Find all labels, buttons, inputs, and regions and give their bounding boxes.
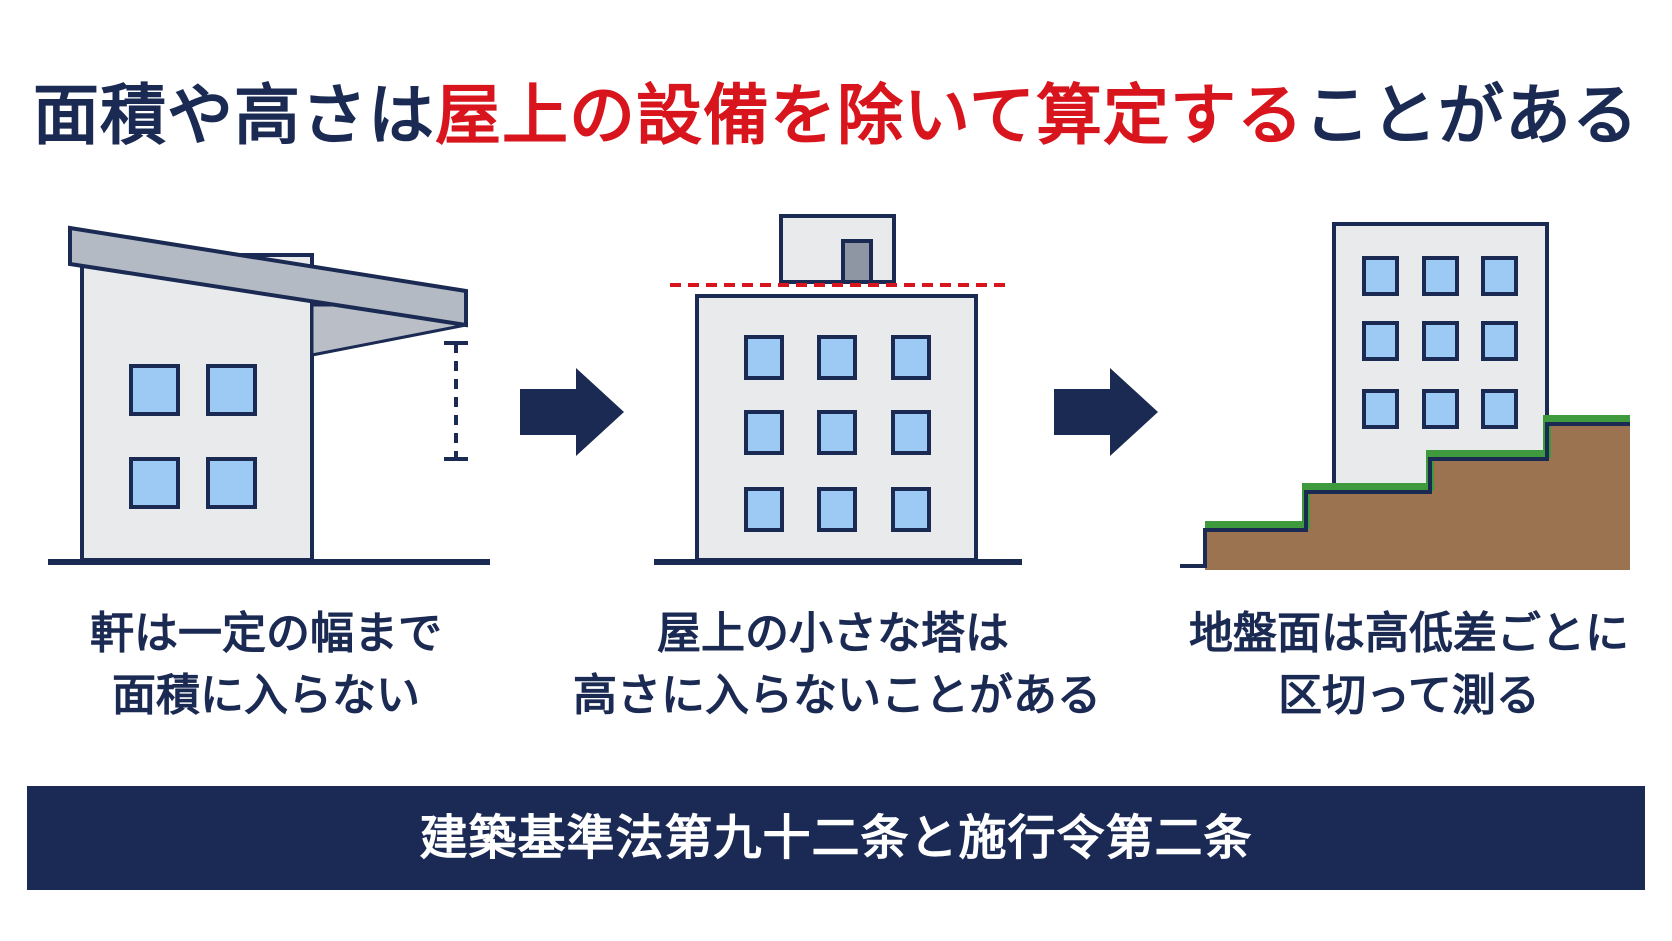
caption-eaves: 軒は一定の幅まで 面積に入らない: [6, 603, 526, 727]
caption-line-1: 地盤面は高低差ごとに: [1189, 608, 1629, 659]
caption-rooftop-tower: 屋上の小さな塔は 高さに入らないことがある: [573, 603, 1101, 727]
arrow-right-icon: [520, 368, 624, 456]
rooftop-tower-illustration: [654, 214, 1022, 565]
caption-line-2: 面積に入らない: [112, 670, 420, 721]
stepped-ground-illustration: [1180, 222, 1630, 570]
tower-door: [841, 239, 873, 284]
title-part-1: 面積や高さは: [32, 77, 435, 154]
caption-ground-level: 地盤面は高低差ごとに 区切って測る: [1149, 603, 1669, 727]
windows: [744, 335, 931, 532]
ground-step-outline: [1180, 422, 1630, 568]
caption-line-2: 区切って測る: [1278, 670, 1540, 721]
title-part-3: ことがある: [1304, 77, 1640, 154]
eaves-width-marker: [444, 341, 468, 461]
eaves-building-illustration: [48, 225, 490, 565]
rooftop-tower: [779, 214, 896, 284]
arrow-right-icon: [1054, 368, 1158, 456]
eaves-roof: [68, 225, 468, 328]
title-accent: 屋上の設備を除いて算定する: [434, 77, 1305, 154]
windows: [1362, 256, 1518, 429]
caption-line-1: 屋上の小さな塔は: [657, 608, 1009, 659]
page-title: 面積や高さは屋上の設備を除いて算定することがある: [0, 62, 1672, 158]
footer-law-reference: 建築基準法第九十二条と施行令第二条: [419, 810, 1253, 866]
caption-line-1: 軒は一定の幅まで: [90, 608, 442, 659]
caption-line-2: 高さに入らないことがある: [573, 670, 1101, 721]
footer-banner: 建築基準法第九十二条と施行令第二条: [27, 786, 1645, 890]
building-body: [80, 253, 314, 562]
windows: [129, 364, 257, 509]
